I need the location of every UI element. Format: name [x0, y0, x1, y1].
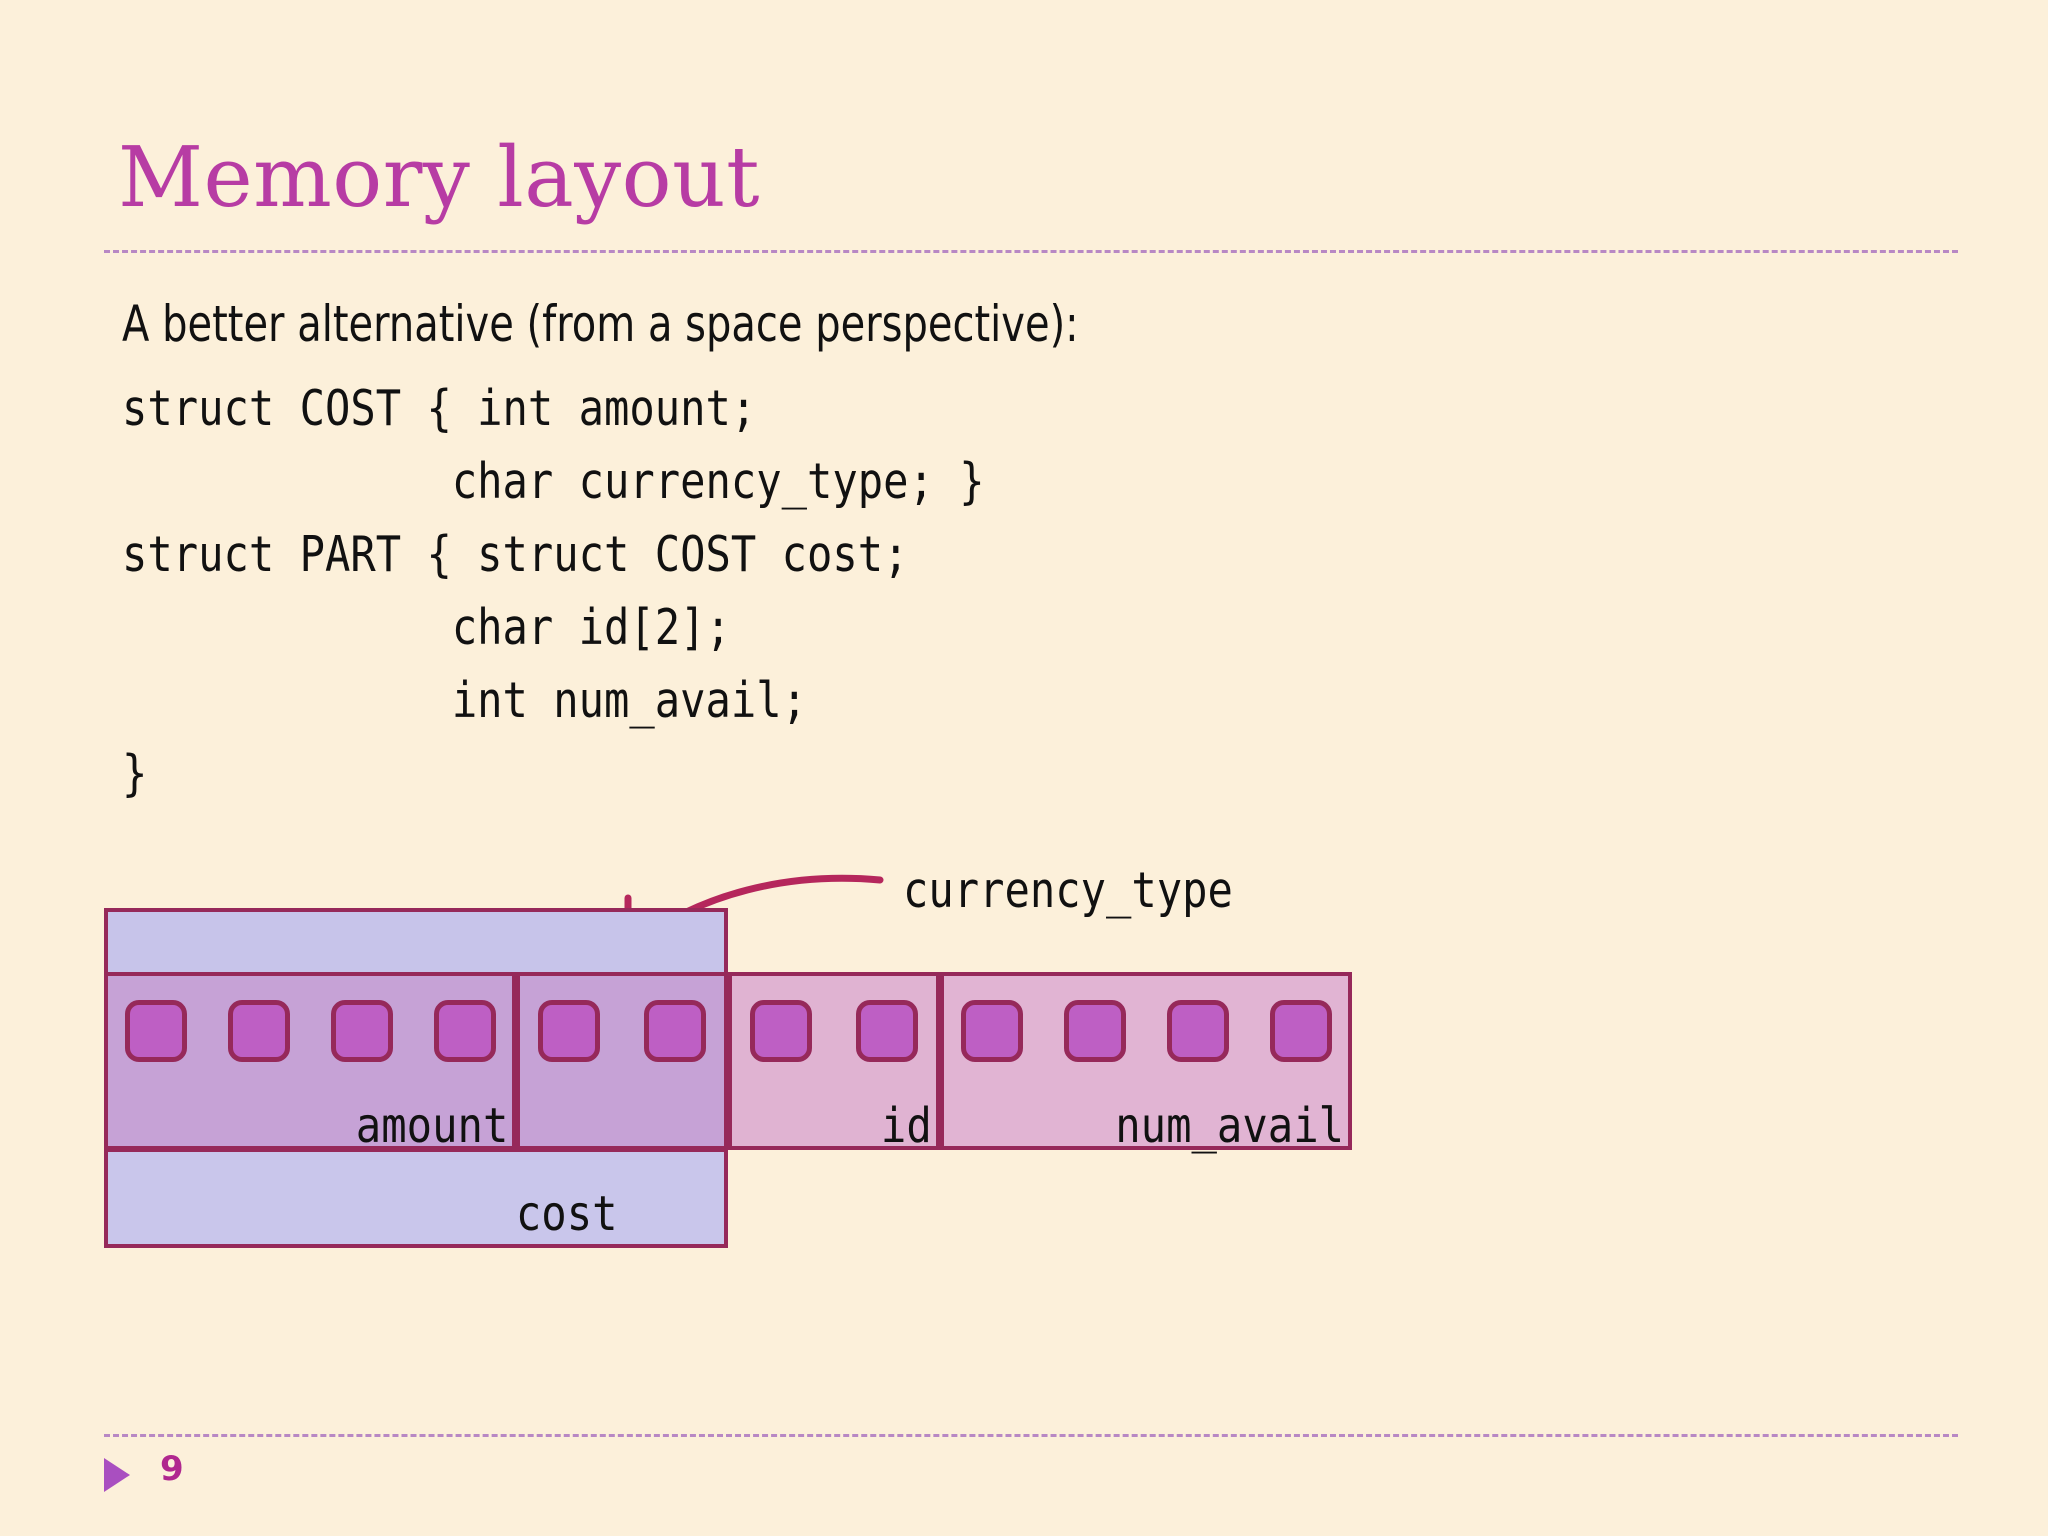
title-divider [104, 250, 1958, 253]
field-label-num-avail: num_avail [1115, 1098, 1344, 1154]
page-title: Memory layout [118, 129, 760, 226]
byte-cell [1063, 1000, 1126, 1062]
byte-cell [644, 1000, 706, 1062]
code-block: struct COST { int amount; char currency_… [122, 380, 985, 802]
lead-paragraph: A better alternative (from a space persp… [122, 295, 1079, 353]
byte-cell [124, 1000, 187, 1062]
cost-band-bottom: cost [104, 1148, 728, 1248]
byte-cell [1269, 1000, 1332, 1062]
field-label-id: id [881, 1098, 932, 1154]
byte-cell [227, 1000, 290, 1062]
page-number: 9 [160, 1449, 184, 1489]
field-label-amount: amount [355, 1098, 508, 1154]
annotation-currency-type: currency_type [903, 862, 1233, 919]
cost-band-top [104, 908, 728, 976]
byte-cell [330, 1000, 393, 1062]
byte-cell [750, 1000, 812, 1062]
footer-triangle-icon [104, 1458, 130, 1492]
footer-divider [104, 1434, 1958, 1437]
byte-cell [433, 1000, 496, 1062]
cost-label: cost [516, 1186, 618, 1242]
byte-cell [960, 1000, 1023, 1062]
byte-cell [538, 1000, 600, 1062]
byte-cell [856, 1000, 918, 1062]
byte-cell [1166, 1000, 1229, 1062]
